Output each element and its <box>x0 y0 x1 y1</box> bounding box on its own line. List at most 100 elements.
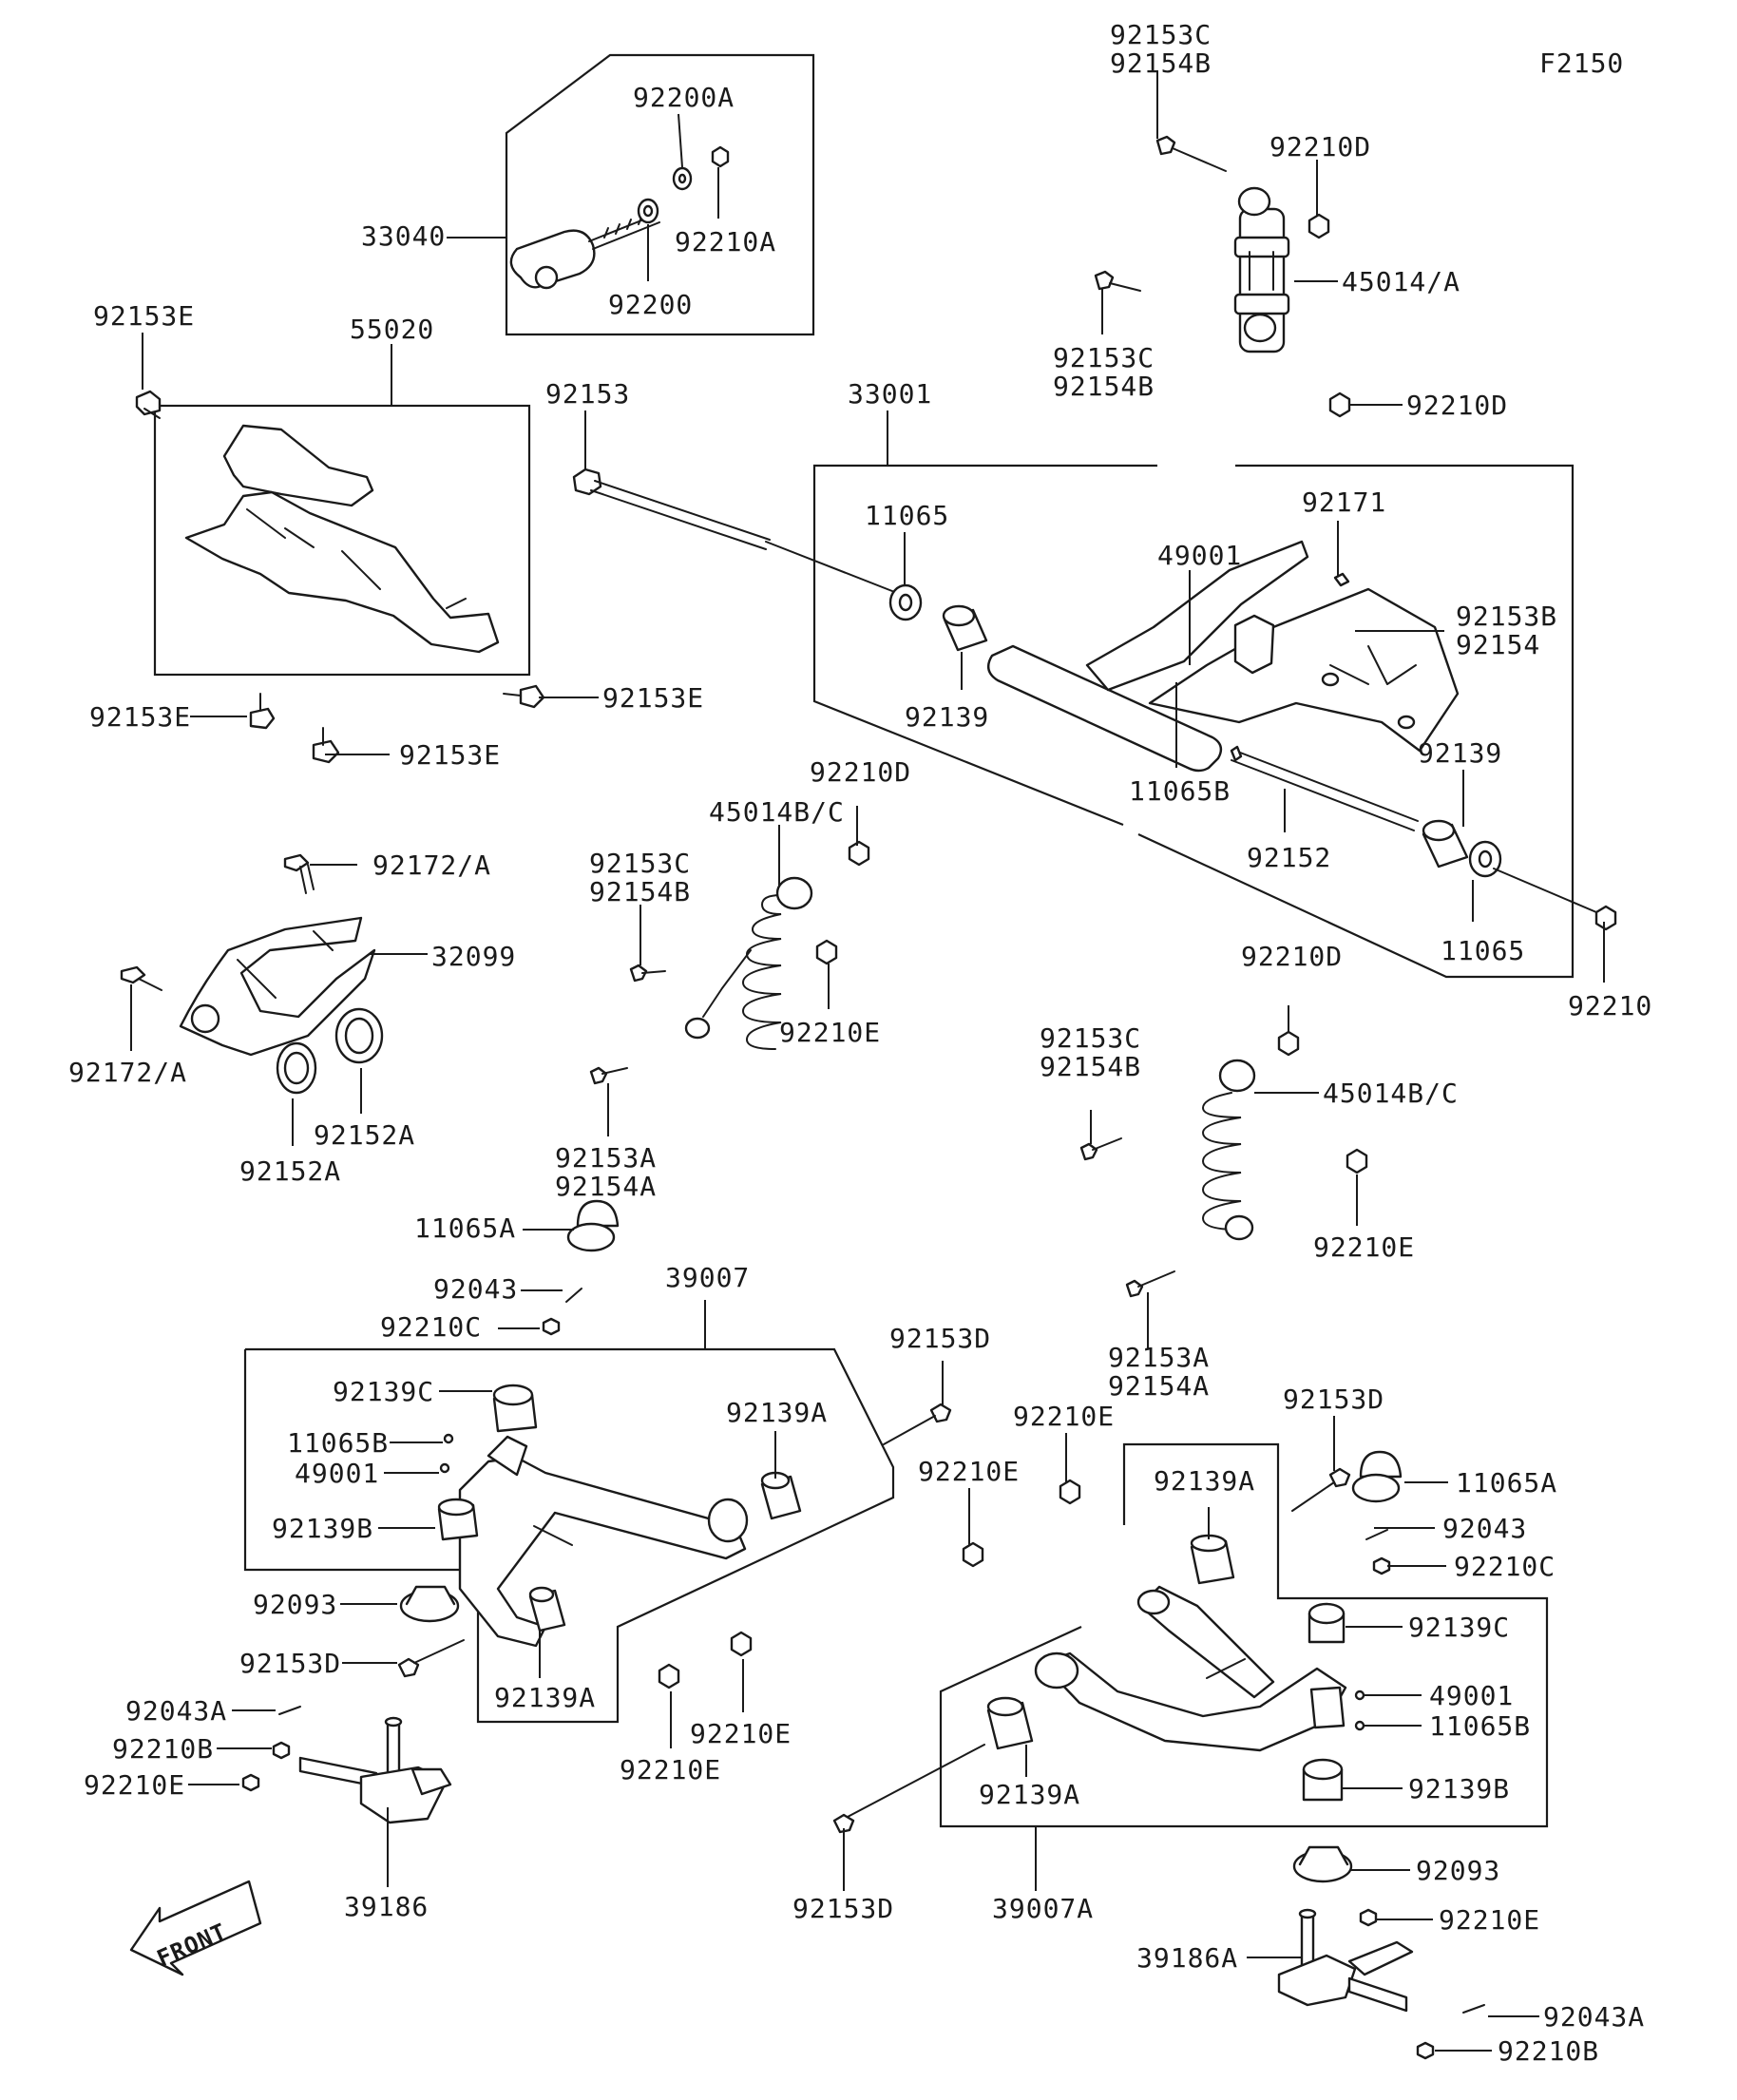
bolt-92172A-left[interactable] <box>120 965 162 991</box>
cap-11065A-b[interactable] <box>1351 1450 1403 1503</box>
label-92153E-b: 92153E <box>89 701 191 733</box>
label-39007A: 39007A <box>992 1893 1094 1924</box>
nut-92210E-f[interactable] <box>1059 1479 1081 1505</box>
nut-92210[interactable] <box>1493 868 1617 931</box>
a-arm-right[interactable] <box>1034 1585 1347 1752</box>
label-49001-c: 49001 <box>1429 1680 1514 1711</box>
dot-11065B-c[interactable] <box>1354 1720 1365 1731</box>
nut-92210A[interactable] <box>711 145 730 168</box>
nut-92210C-a[interactable] <box>542 1317 561 1336</box>
label-92210E-d: 92210E <box>620 1754 721 1785</box>
nut-92210B-b[interactable] <box>1416 2041 1435 2060</box>
nut-92210C-b[interactable] <box>1372 1556 1391 1575</box>
bolt-shock-lower[interactable] <box>1094 270 1141 292</box>
pin-92043-b[interactable] <box>1365 1529 1388 1540</box>
bolt-92153E-a[interactable] <box>135 390 162 419</box>
small-part-92171[interactable] <box>1333 572 1350 587</box>
bushing-92139-b[interactable] <box>1422 819 1469 869</box>
label-92210C-b: 92210C <box>1454 1551 1556 1582</box>
nut-92210E-d[interactable] <box>658 1663 680 1690</box>
label-92153E-a: 92153E <box>93 300 195 332</box>
label-92043-b: 92043 <box>1442 1513 1527 1544</box>
label-92210E-g: 92210E <box>918 1456 1020 1487</box>
label-92210C-a: 92210C <box>380 1311 482 1343</box>
bolt-92153D-d[interactable] <box>832 1744 985 1834</box>
label-92171: 92171 <box>1302 487 1386 518</box>
nut-shock-lower[interactable] <box>1328 391 1351 418</box>
bolt-92153D-b[interactable] <box>397 1639 465 1678</box>
cap-11065A-a[interactable] <box>566 1199 620 1252</box>
label-92154A-b: 92154A <box>1108 1370 1210 1402</box>
bushing-92139A-a[interactable] <box>760 1471 802 1520</box>
dot-11065B-b[interactable] <box>443 1433 454 1444</box>
label-92154B-top: 92154B <box>1110 48 1212 79</box>
knuckle-left[interactable] <box>298 1716 452 1824</box>
nut-92210E-h[interactable] <box>1359 1908 1378 1927</box>
a-arm-left[interactable] <box>458 1435 749 1648</box>
nut-92210E-b[interactable] <box>1346 1148 1368 1174</box>
label-92210E-b: 92210E <box>1313 1231 1415 1263</box>
label-92152A-a: 92152A <box>314 1119 415 1151</box>
bushing-92093-a[interactable] <box>399 1585 460 1623</box>
swingarm[interactable] <box>986 540 1460 773</box>
knuckle-right[interactable] <box>1277 1908 1414 2013</box>
bushing-92139C-a[interactable] <box>492 1384 538 1433</box>
pin-92043-a[interactable] <box>565 1288 582 1303</box>
rear-shock-absorber[interactable] <box>1233 186 1290 353</box>
nut-92210D-c[interactable] <box>848 840 870 867</box>
nut-92210E-e[interactable] <box>730 1631 753 1657</box>
front-shock-left[interactable] <box>684 876 813 1050</box>
bolt-92153E-d[interactable] <box>312 727 340 764</box>
seal-92152A-a[interactable] <box>334 1007 384 1064</box>
bolt-92153C-c[interactable] <box>629 964 666 983</box>
washer-92200A[interactable] <box>672 166 693 191</box>
nut-92210D-d[interactable] <box>1277 1030 1300 1057</box>
bushing-92139A-d[interactable] <box>986 1696 1034 1750</box>
nut-92210B-a[interactable] <box>272 1741 291 1760</box>
nut-92210E-g[interactable] <box>962 1541 984 1568</box>
pin-92043A-a[interactable] <box>278 1706 301 1715</box>
bolt-92153E-b[interactable] <box>249 693 276 730</box>
nut-92210E-c[interactable] <box>241 1773 260 1792</box>
nut-top-shock[interactable] <box>1308 213 1330 239</box>
dot-49001-c[interactable] <box>1354 1690 1365 1701</box>
label-92154A-a: 92154A <box>555 1171 657 1202</box>
bolt-92153A-a[interactable] <box>589 1066 628 1085</box>
bushing-92139-a[interactable] <box>942 604 988 652</box>
nut-92210E-a[interactable] <box>815 939 838 965</box>
label-92153C-b: 92153C <box>1053 342 1155 373</box>
sprocket-cover[interactable] <box>179 916 376 1057</box>
pin-92152[interactable] <box>1230 745 1419 831</box>
washer-92200[interactable] <box>637 198 659 224</box>
bushing-92139A-b[interactable] <box>528 1586 566 1632</box>
label-92152: 92152 <box>1247 842 1331 873</box>
label-92210D-a: 92210D <box>1269 131 1371 162</box>
washer-11065-a[interactable] <box>888 583 923 621</box>
label-92139-b: 92139 <box>1418 737 1502 769</box>
chain-adjuster[interactable] <box>509 210 660 290</box>
label-92153B: 92153B <box>1456 601 1557 632</box>
chain-guard[interactable] <box>184 424 500 654</box>
bolt-92153D-a[interactable] <box>883 1403 952 1445</box>
bushing-92139B-a[interactable] <box>437 1498 479 1541</box>
label-92139A-b: 92139A <box>494 1682 596 1713</box>
bolt-top-shock[interactable] <box>1155 135 1227 172</box>
axle-bolt-92153[interactable] <box>572 468 898 594</box>
bolt-92153C-d[interactable] <box>1079 1137 1122 1161</box>
bolt-92153D-c[interactable] <box>1291 1467 1351 1512</box>
pin-92043A-b[interactable] <box>1462 2004 1485 2014</box>
seal-92152A-b[interactable] <box>276 1041 317 1095</box>
washer-11065-b[interactable] <box>1468 840 1502 878</box>
dot-49001-b[interactable] <box>439 1462 450 1474</box>
front-shock-right[interactable] <box>1201 1059 1256 1241</box>
bolt-92153A-b[interactable] <box>1125 1270 1175 1298</box>
bolt-92153E-c[interactable] <box>503 684 545 709</box>
bushing-92139A-c[interactable] <box>1190 1534 1235 1585</box>
bushing-92139B-b[interactable] <box>1302 1758 1344 1802</box>
bushing-92093-b[interactable] <box>1292 1845 1353 1883</box>
label-92043-a: 92043 <box>433 1273 518 1305</box>
label-92153D-a: 92153D <box>889 1323 991 1354</box>
bushing-92139C-b[interactable] <box>1308 1602 1346 1644</box>
bolt-92172A-top[interactable] <box>283 853 315 894</box>
label-92154B-b: 92154B <box>1053 371 1155 402</box>
